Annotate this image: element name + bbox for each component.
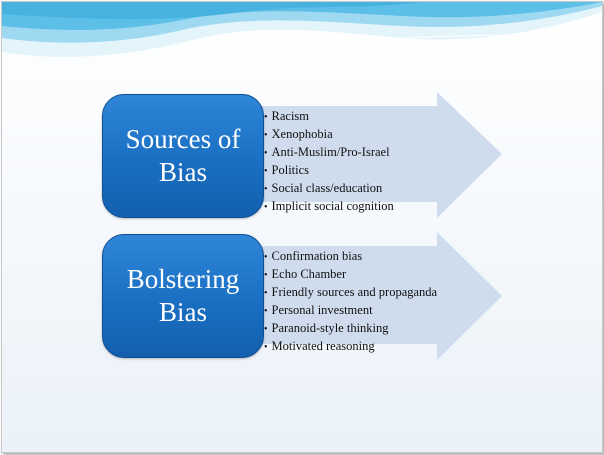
list-item: Personal investment: [264, 302, 437, 320]
bolstering-bias-box: Bolstering Bias: [102, 234, 264, 358]
list-item: Implicit social cognition: [264, 198, 394, 216]
list-item: Social class/education: [264, 180, 394, 198]
bolstering-bias-list: Confirmation bias Echo Chamber Friendly …: [264, 248, 438, 356]
list-item: Racism: [264, 108, 394, 126]
list-item: Echo Chamber: [264, 266, 437, 284]
box-title-line: Bias: [158, 297, 207, 327]
list-item: Confirmation bias: [264, 248, 437, 266]
list-item: Xenophobia: [264, 126, 394, 144]
box-title-line: Bias: [158, 157, 207, 187]
sources-of-bias-list: Racism Xenophobia Anti-Muslim/Pro-Israel…: [264, 108, 394, 216]
header-wave-decoration: [2, 2, 602, 63]
list-item: Motivated reasoning: [264, 338, 437, 356]
list-item: Friendly sources and propaganda: [264, 284, 438, 302]
list-item: Politics: [264, 162, 394, 180]
list-item: Paranoid-style thinking: [264, 320, 437, 338]
sources-of-bias-box: Sources of Bias: [102, 94, 264, 218]
box-title-line: Bolstering: [126, 264, 240, 294]
list-item: Anti-Muslim/Pro-Israel: [264, 144, 394, 162]
box-title-line: Sources of: [125, 124, 241, 154]
